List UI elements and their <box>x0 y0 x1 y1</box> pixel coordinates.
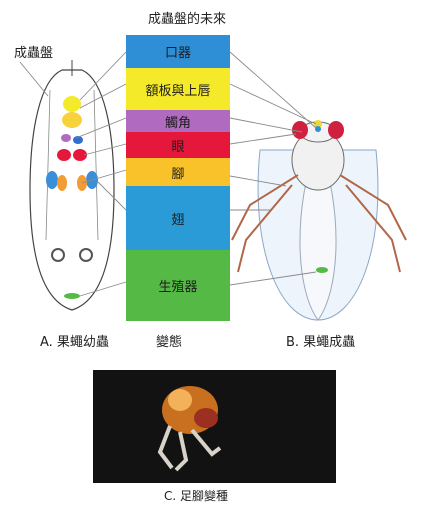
chart-title: 成蟲盤的未來 <box>148 8 226 27</box>
disc-leg-left <box>57 175 67 191</box>
adult-fly <box>232 120 406 320</box>
segment-antenna: 觸角 <box>126 110 230 132</box>
disc-clypeolabrum <box>63 96 81 112</box>
segment-label: 腳 <box>171 163 184 182</box>
disc-antenna <box>61 134 71 142</box>
metamorphosis-caption: 變態 <box>156 331 182 350</box>
segment-genitalia: 生殖器 <box>126 250 230 321</box>
segment-label: 口器 <box>165 42 191 61</box>
mutant-caption: C. 足腳變種 <box>164 487 228 504</box>
adult-caption: B. 果蠅成蟲 <box>286 331 355 350</box>
segment-leg: 腳 <box>126 158 230 186</box>
imaginal-disc-label: 成蟲盤 <box>14 42 53 61</box>
disc-eye-left <box>57 149 71 161</box>
segment-mouthparts: 口器 <box>126 35 230 68</box>
larva-caption: A. 果蠅幼蟲 <box>40 331 109 350</box>
segment-wing: 翅 <box>126 186 230 250</box>
disc-genital <box>64 293 80 299</box>
segment-eye: 眼 <box>126 132 230 158</box>
mutant-photo-frame <box>93 370 336 483</box>
segment-label: 觸角 <box>165 112 191 131</box>
segment-clypeolabrum: 額板與上唇 <box>126 68 230 110</box>
segment-label: 翅 <box>171 209 184 228</box>
segment-label: 眼 <box>171 136 184 155</box>
segment-label: 生殖器 <box>158 276 197 295</box>
segment-label: 額板與上唇 <box>145 80 210 99</box>
disc-wing-left <box>46 171 58 189</box>
disc-eye-antenna-yellow <box>62 112 82 128</box>
